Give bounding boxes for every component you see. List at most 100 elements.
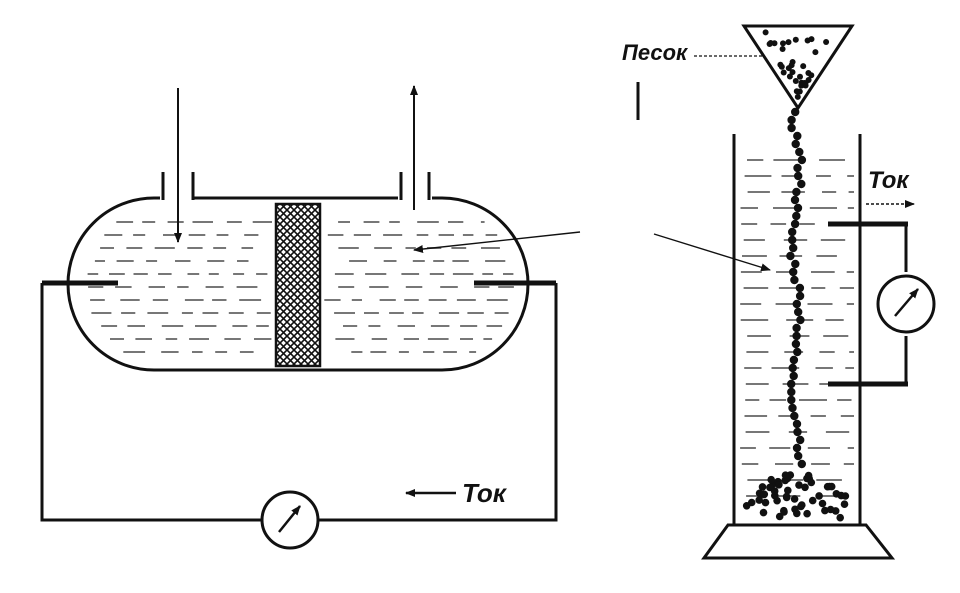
sand-grain	[787, 379, 796, 389]
sand-grain	[787, 123, 796, 133]
sand-grain	[792, 211, 801, 221]
sand-grain	[821, 506, 829, 515]
funnel-sand	[762, 29, 830, 100]
sand-grain	[789, 371, 798, 381]
sand-grain	[779, 46, 786, 52]
sand-grain	[780, 40, 786, 47]
sand-grain	[755, 496, 763, 504]
sand-grain	[805, 77, 812, 83]
sand-grain	[795, 283, 805, 293]
sand-grain	[787, 387, 796, 397]
falling-sand-column	[742, 107, 850, 522]
sand-grain	[791, 505, 799, 514]
sand-grain	[788, 363, 797, 373]
sand-grain	[787, 395, 796, 405]
sand-grain	[792, 331, 801, 341]
electroosmosis-apparatus: Ток	[40, 85, 558, 550]
sand-grain	[792, 419, 802, 429]
sand-grain	[792, 443, 802, 453]
sand-grain	[841, 492, 850, 500]
sand-grain	[836, 513, 844, 522]
sand-grain	[815, 492, 823, 500]
sand-grain	[794, 307, 803, 317]
sand-grain	[808, 496, 817, 505]
sand-grain	[793, 427, 802, 437]
sand-grain	[767, 40, 774, 46]
sand-grain	[791, 107, 800, 117]
sand-grain	[782, 492, 791, 501]
sand-grain	[786, 73, 793, 80]
external-circuit-wire-right	[318, 283, 558, 522]
sand-grain	[794, 93, 801, 100]
sand-grain	[780, 69, 787, 76]
sand-grain	[803, 509, 811, 518]
sand-grain	[789, 243, 798, 253]
sand-grain	[793, 163, 802, 173]
sand-grain	[780, 508, 788, 516]
sand-grain	[790, 219, 800, 229]
external-circuit-wire	[40, 283, 262, 522]
sand-grain	[791, 139, 800, 149]
cylinder-liquid	[740, 159, 854, 497]
sand-grain	[801, 483, 809, 492]
sand-grain	[792, 36, 799, 43]
sand-grain	[793, 131, 802, 141]
sand-grain	[795, 481, 803, 489]
sand-grain	[794, 171, 803, 181]
sand-grain	[767, 475, 775, 484]
ammeter-icon	[876, 274, 936, 334]
sand-grain	[792, 299, 801, 309]
sedimentation-apparatus: Песок Ток	[622, 24, 936, 560]
sand-grain	[790, 495, 799, 503]
sand-grain	[760, 490, 769, 499]
funnel-icon	[741, 24, 855, 111]
sand-grain	[784, 486, 792, 495]
sand-grain	[785, 65, 792, 72]
sand-grain	[787, 115, 796, 125]
sand-grain	[789, 355, 799, 365]
sand-grain	[795, 147, 804, 157]
leader-line-right	[653, 233, 771, 272]
sand-grain	[840, 500, 849, 509]
sand-grain	[781, 471, 790, 480]
sand-grain	[808, 72, 815, 79]
left-vessel-liquid	[87, 221, 514, 353]
current-label-right: Ток	[868, 167, 910, 194]
sand-grain	[762, 29, 769, 36]
sand-grain	[791, 339, 801, 349]
sand-grain	[792, 78, 799, 84]
sand-grain	[777, 61, 784, 68]
sand-grain	[790, 275, 799, 285]
sand-grain	[800, 63, 807, 70]
ammeter-icon	[260, 490, 320, 550]
leader-line-left	[413, 231, 581, 254]
sand-grain	[823, 39, 830, 45]
sand-grain	[788, 227, 797, 237]
sand-grain	[791, 259, 800, 269]
sand-grain	[785, 39, 792, 46]
sand-grain	[796, 435, 805, 445]
cylinder-base	[701, 523, 896, 560]
current-label-left: Ток	[462, 478, 508, 508]
sand-grain	[793, 203, 803, 213]
sand-grain	[797, 73, 803, 80]
sand-grain	[797, 155, 807, 165]
sand-grain	[759, 508, 768, 517]
sand-grain	[747, 498, 756, 507]
sand-grain	[788, 235, 797, 245]
sand-grain	[796, 315, 805, 325]
sand-grain	[796, 88, 803, 95]
sand-grain	[775, 481, 783, 489]
sand-label: Песок	[622, 40, 689, 65]
sand-grain	[827, 482, 836, 491]
porous-membrane-icon	[274, 202, 322, 368]
sand-grain	[804, 471, 813, 480]
sand-grain	[789, 267, 798, 277]
sand-grain	[793, 347, 802, 357]
sand-grain	[788, 403, 797, 413]
sand-grain	[789, 69, 796, 76]
sand-grain	[792, 187, 801, 197]
sand-grain	[797, 459, 806, 469]
sand-grain	[812, 49, 819, 56]
